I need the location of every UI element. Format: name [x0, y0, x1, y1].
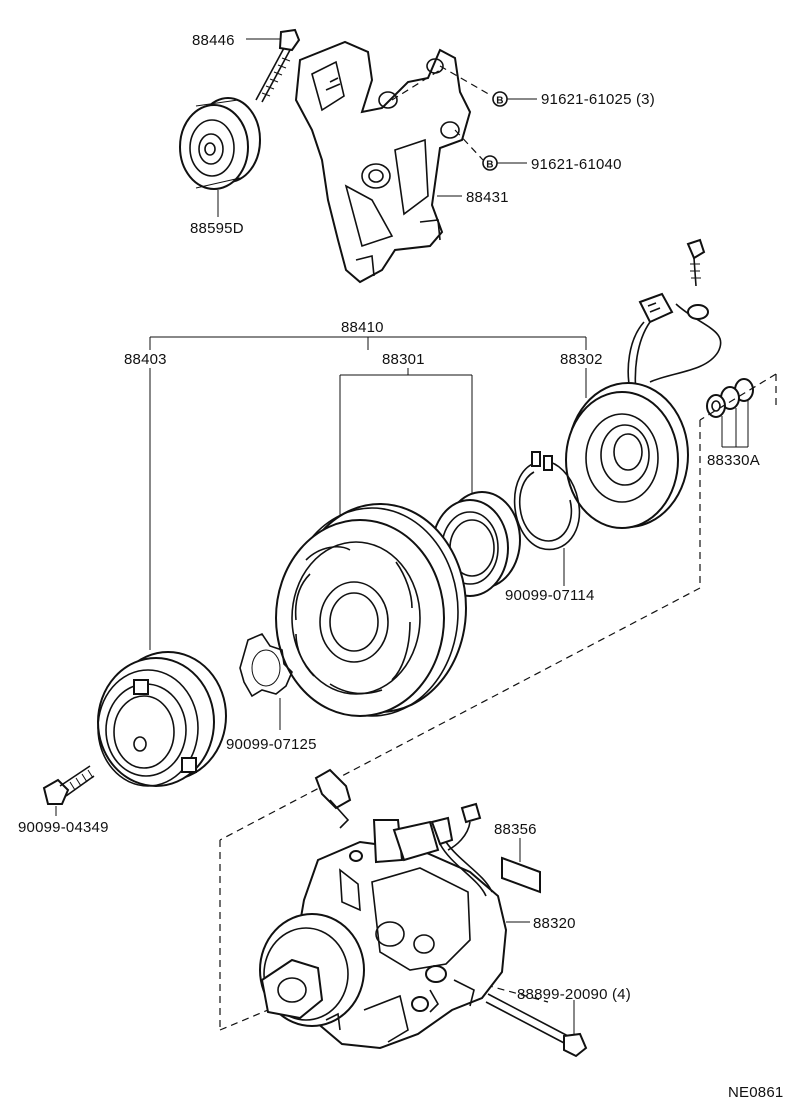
label-88356: 88356 — [494, 821, 537, 838]
bearing-drawing — [431, 491, 521, 597]
bolt-88899-20090-drawing — [485, 993, 588, 1058]
label-90099-07114: 90099-07114 — [505, 587, 595, 604]
label-91621-61025: 91621-61025 (3) — [541, 91, 655, 108]
label-88320: 88320 — [533, 915, 576, 932]
bolt-88446-drawing — [246, 28, 301, 103]
pressure-plate-88403-drawing — [97, 651, 227, 787]
label-plate-88356-drawing — [501, 838, 541, 894]
field-coil-88302-drawing — [565, 382, 689, 529]
field-coil-wire-drawing — [627, 238, 722, 393]
bracket-88431-drawing — [294, 40, 472, 284]
pulley-88301-drawing — [275, 503, 467, 717]
label-88431: 88431 — [466, 189, 509, 206]
bolt-marker-b-1: B — [492, 91, 508, 107]
label-88446: 88446 — [192, 32, 235, 49]
shims-88330a-drawing — [706, 378, 754, 448]
diagram-code: NE0861 — [728, 1084, 783, 1101]
bolt-90099-04349-drawing — [42, 765, 95, 816]
alignment-dashed-lines — [219, 373, 777, 1031]
assembly-88410-bracket — [149, 336, 587, 350]
label-88595d: 88595D — [190, 220, 244, 237]
wave-washer-90099-07125-drawing — [239, 633, 293, 730]
label-88899-20090: 88899-20090 (4) — [517, 986, 631, 1003]
label-91621-61040: 91621-61040 — [531, 156, 622, 173]
label-88330a: 88330A — [707, 452, 760, 469]
bolt-marker-b-2: B — [482, 155, 498, 171]
svg-text:B: B — [496, 96, 503, 107]
snap-ring-90099-07114-drawing — [513, 451, 581, 586]
label-90099-04349: 90099-04349 — [18, 819, 109, 836]
label-88403: 88403 — [124, 351, 167, 368]
label-88302: 88302 — [560, 351, 603, 368]
label-88301: 88301 — [382, 351, 425, 368]
svg-text:B: B — [486, 160, 493, 171]
label-90099-07125: 90099-07125 — [226, 736, 317, 753]
pulley-88595d-drawing — [179, 97, 261, 217]
label-88410: 88410 — [341, 319, 384, 336]
compressor-88320-drawing — [259, 768, 530, 1050]
